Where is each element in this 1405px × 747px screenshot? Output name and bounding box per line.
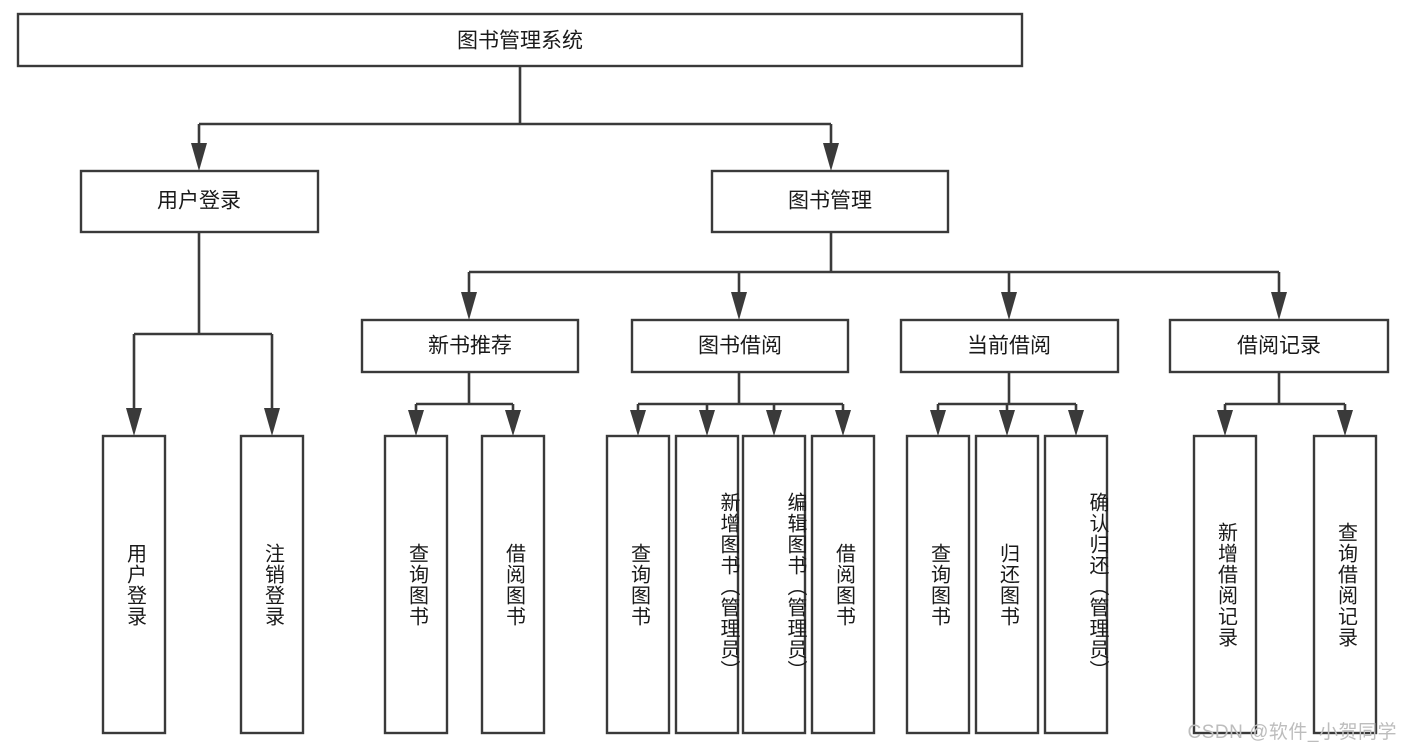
arrowhead-bb-leaf-4 [835, 410, 851, 436]
leaf-box-cb-query-book[interactable] [905, 434, 971, 735]
arrowhead-new-book-recommend [461, 292, 477, 320]
leaf-box-nb-query-book[interactable] [383, 434, 449, 735]
node-current-borrow[interactable]: 当前借阅 [899, 318, 1120, 374]
book-borrow-box[interactable] [630, 318, 850, 374]
leaf-box-br-add-record[interactable] [1192, 434, 1258, 735]
leaf-boxes-user-login [101, 434, 305, 735]
leaf-box-logout[interactable] [239, 434, 305, 735]
new-book-recommend-box[interactable] [360, 318, 580, 374]
arrowhead-book-manage [823, 143, 839, 171]
current-borrow-label: 当前借阅 [967, 335, 1051, 358]
leaf-boxes-book-borrow [605, 434, 876, 735]
book-management-box[interactable] [710, 169, 950, 234]
root-label: 图书管理系统 [457, 30, 583, 53]
leaf-boxes-borrow-record [1192, 434, 1378, 735]
arrowhead-leaf-logout [264, 408, 280, 436]
node-book-management[interactable]: 图书管理 [710, 169, 950, 234]
arrowhead-bb-leaf-2 [699, 410, 715, 436]
node-borrow-record[interactable]: 借阅记录 [1168, 318, 1390, 374]
csdn-watermark: CSDN @软件_小贺同学 [1187, 722, 1397, 743]
book-borrow-label: 图书借阅 [698, 335, 782, 358]
node-book-borrow[interactable]: 图书借阅 [630, 318, 850, 374]
leaf-box-bb-edit-book[interactable] [741, 434, 807, 735]
node-root-book-management-system[interactable]: 图书管理系统 [16, 12, 1024, 68]
node-new-book-recommend[interactable]: 新书推荐 [360, 318, 580, 374]
borrow-record-label: 借阅记录 [1237, 335, 1321, 358]
arrowhead-cb-leaf-3 [1068, 410, 1084, 436]
leaf-box-user-login[interactable] [101, 434, 167, 735]
connectors-borrow-record-children [1217, 372, 1353, 436]
connectors-root-to-level2 [191, 66, 839, 171]
arrowhead-nb-leaf-1 [408, 410, 424, 436]
leaf-box-br-query-record[interactable] [1312, 434, 1378, 735]
arrowhead-cb-leaf-2 [999, 410, 1015, 436]
borrow-record-box[interactable] [1168, 318, 1390, 374]
arrowhead-bb-leaf-3 [766, 410, 782, 436]
leaf-box-cb-confirm-return[interactable] [1043, 434, 1109, 735]
arrowhead-cb-leaf-1 [930, 410, 946, 436]
leaf-box-cb-return-book[interactable] [974, 434, 1040, 735]
arrowhead-br-leaf-2 [1337, 410, 1353, 436]
arrowhead-br-leaf-1 [1217, 410, 1233, 436]
connectors-book-borrow-children [630, 372, 851, 436]
user-login-box[interactable] [79, 169, 320, 234]
leaf-boxes-new-book-recommend [383, 434, 546, 735]
leaf-boxes-current-borrow [905, 434, 1109, 735]
node-user-login[interactable]: 用户登录 [79, 169, 320, 234]
arrowhead-book-borrow [731, 292, 747, 320]
leaf-box-bb-query-book[interactable] [605, 434, 671, 735]
arrowhead-bb-leaf-1 [630, 410, 646, 436]
new-book-recommend-label: 新书推荐 [428, 335, 512, 358]
arrowhead-borrow-record [1271, 292, 1287, 320]
leaf-box-bb-borrow-book[interactable] [810, 434, 876, 735]
current-borrow-box[interactable] [899, 318, 1120, 374]
book-management-label: 图书管理 [788, 190, 872, 213]
connectors-current-borrow-children [930, 372, 1084, 436]
arrowhead-current-borrow [1001, 292, 1017, 320]
arrowhead-user-login [191, 143, 207, 171]
connectors-book-manage-children [461, 232, 1287, 320]
arrowhead-nb-leaf-2 [505, 410, 521, 436]
leaf-box-bb-add-book[interactable] [674, 434, 740, 735]
connectors-user-login-children [126, 232, 280, 436]
connectors-new-book-children [408, 372, 521, 436]
leaf-box-nb-borrow-book[interactable] [480, 434, 546, 735]
user-login-label: 用户登录 [157, 190, 241, 213]
root-box[interactable] [16, 12, 1024, 68]
arrowhead-leaf-user-login [126, 408, 142, 436]
